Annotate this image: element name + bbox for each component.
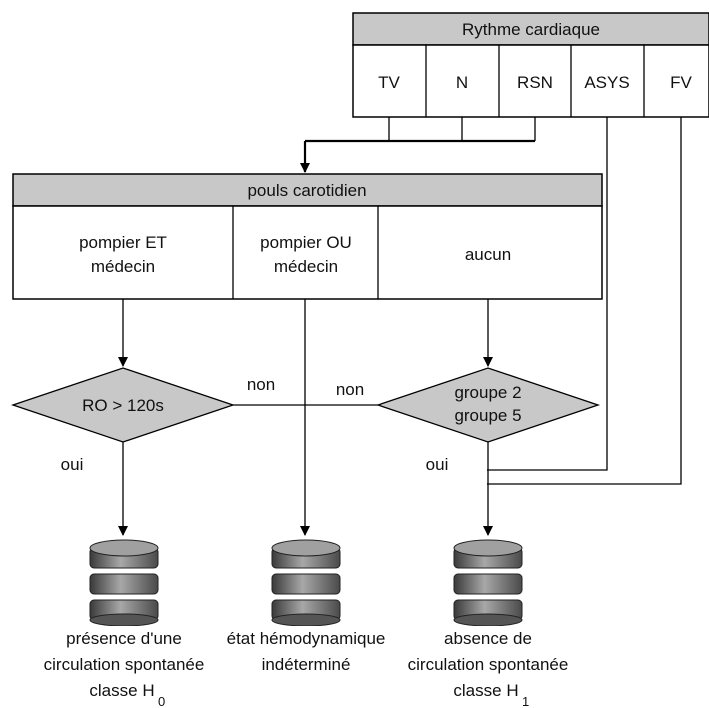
- outcome-middle-line-1: état hémodynamique: [227, 629, 386, 648]
- rhythm-header: [352, 12, 709, 46]
- outcome-left-subscript: 0: [158, 694, 165, 708]
- outcome-left-line-3: classe H: [89, 681, 154, 700]
- non-left-label: non: [247, 375, 275, 394]
- database-icon-left: [89, 539, 159, 626]
- decision-left: RO > 120s: [10, 367, 236, 443]
- rhythm-cell-rsn: RSN: [517, 73, 553, 92]
- rhythm-title: Rythme cardiaque: [462, 20, 600, 39]
- pulse-connectors: [118, 299, 493, 536]
- pulse-col-1-line-2: médecin: [91, 257, 155, 276]
- pulse-col-2-line-2: médecin: [274, 257, 338, 276]
- outcome-right-line-2: circulation spontanée: [408, 655, 569, 674]
- outcome-left-line-2: circulation spontanée: [44, 655, 205, 674]
- rhythm-table: Rythme cardiaque TV N RSN ASYS FV: [352, 12, 709, 118]
- outcome-right-subscript: 1: [522, 694, 529, 708]
- rhythm-cell-asys: ASYS: [584, 73, 629, 92]
- non-connectors: non non: [233, 375, 378, 406]
- oui-left-label: oui: [61, 455, 84, 474]
- pulse-col-3: aucun: [465, 245, 511, 264]
- rhythm-cell-n: N: [456, 73, 468, 92]
- decision-right-line-2: groupe 5: [454, 406, 521, 425]
- rhythm-cell-fv: FV: [670, 73, 692, 92]
- oui-right-label: oui: [426, 455, 449, 474]
- decision-right: groupe 2 groupe 5: [375, 367, 601, 443]
- decision-right-line-1: groupe 2: [454, 383, 521, 402]
- oui-connectors: oui oui: [61, 442, 493, 536]
- outcome-left-line-1: présence d'une: [66, 629, 182, 648]
- outcome-middle-line-2: indéterminé: [262, 655, 351, 674]
- pulse-col-1-line-1: pompier ET: [79, 233, 167, 252]
- database-icon-middle: [271, 539, 341, 626]
- pulse-col-2-line-1: pompier OU: [260, 233, 352, 252]
- rhythm-cell-tv: TV: [378, 73, 400, 92]
- outcome-right-line-1: absence de: [444, 629, 532, 648]
- pulse-title: pouls carotidien: [247, 181, 366, 200]
- rhythm-connectors: [300, 117, 682, 485]
- pulse-table: pouls carotidien pompier ET médecin pomp…: [12, 173, 603, 300]
- outcome-middle: état hémodynamique indéterminé: [227, 629, 386, 674]
- database-icon-right: [453, 539, 523, 626]
- outcome-left: présence d'une circulation spontanée cla…: [44, 629, 205, 708]
- non-right-label: non: [336, 380, 364, 399]
- outcome-right-line-3: classe H: [453, 681, 518, 700]
- outcome-right: absence de circulation spontanée classe …: [408, 629, 569, 708]
- decision-left-text: RO > 120s: [82, 396, 164, 415]
